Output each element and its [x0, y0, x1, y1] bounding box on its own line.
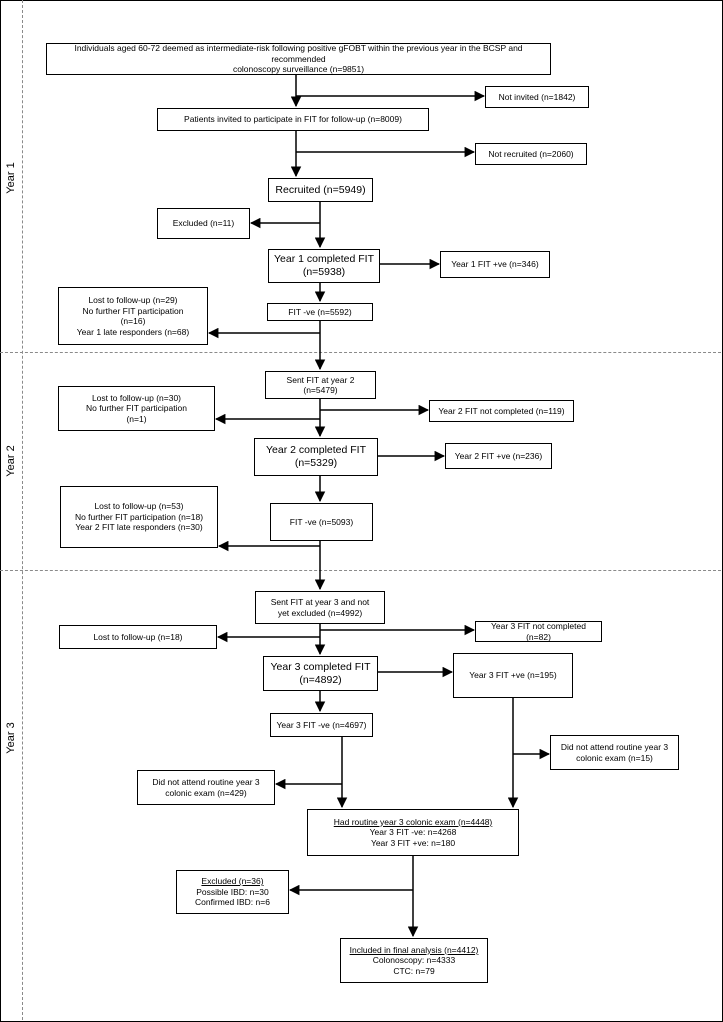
box-not-invited: Not invited (n=1842): [485, 86, 589, 108]
box-y3-completed: Year 3 completed FIT (n=4892): [263, 656, 378, 691]
box-y3-pos: Year 3 FIT +ve (n=195): [453, 653, 573, 698]
box-y2-not-completed: Year 2 FIT not completed (n=119): [429, 400, 574, 422]
box-recruited: Recruited (n=5949): [268, 178, 373, 202]
box-dna-pos: Did not attend routine year 3 colonic ex…: [550, 735, 679, 770]
box-not-recruited: Not recruited (n=2060): [475, 143, 587, 165]
box-y2-lost2: Lost to follow-up (n=53) No further FIT …: [60, 486, 218, 548]
box-dna-neg: Did not attend routine year 3 colonic ex…: [137, 770, 275, 805]
box-y1-completed: Year 1 completed FIT (n=5938): [268, 249, 380, 283]
box-invited: Patients invited to participate in FIT f…: [157, 108, 429, 131]
box-sent-y2: Sent FIT at year 2 (n=5479): [265, 371, 376, 399]
box-y3-not-completed: Year 3 FIT not completed (n=82): [475, 621, 602, 642]
year-column-divider: [22, 0, 23, 1020]
box-y3-neg: Year 3 FIT -ve (n=4697): [270, 713, 373, 737]
box-sent-y3: Sent FIT at year 3 and not yet excluded …: [255, 591, 385, 624]
box-had-exam: Had routine year 3 colonic exam (n=4448)…: [307, 809, 519, 856]
year-2-3-divider: [0, 570, 721, 571]
box-y3-lost: Lost to follow-up (n=18): [59, 625, 217, 649]
box-y1-lost: Lost to follow-up (n=29) No further FIT …: [58, 287, 208, 345]
box-y1-pos: Year 1 FIT +ve (n=346): [440, 251, 550, 278]
year-1-2-divider: [0, 352, 721, 353]
box-eligible: Individuals aged 60-72 deemed as interme…: [46, 43, 551, 75]
box-excluded-1: Excluded (n=11): [157, 208, 250, 239]
box-y1-neg: FIT -ve (n=5592): [267, 303, 373, 321]
box-y2-pos: Year 2 FIT +ve (n=236): [445, 443, 552, 469]
box-excluded-2: Excluded (n=36) Possible IBD: n=30 Confi…: [176, 870, 289, 914]
box-final: Included in final analysis (n=4412) Colo…: [340, 938, 488, 983]
box-y2-lost: Lost to follow-up (n=30) No further FIT …: [58, 386, 215, 431]
box-y2-neg: FIT -ve (n=5093): [270, 503, 373, 541]
box-y2-completed: Year 2 completed FIT (n=5329): [254, 438, 378, 476]
